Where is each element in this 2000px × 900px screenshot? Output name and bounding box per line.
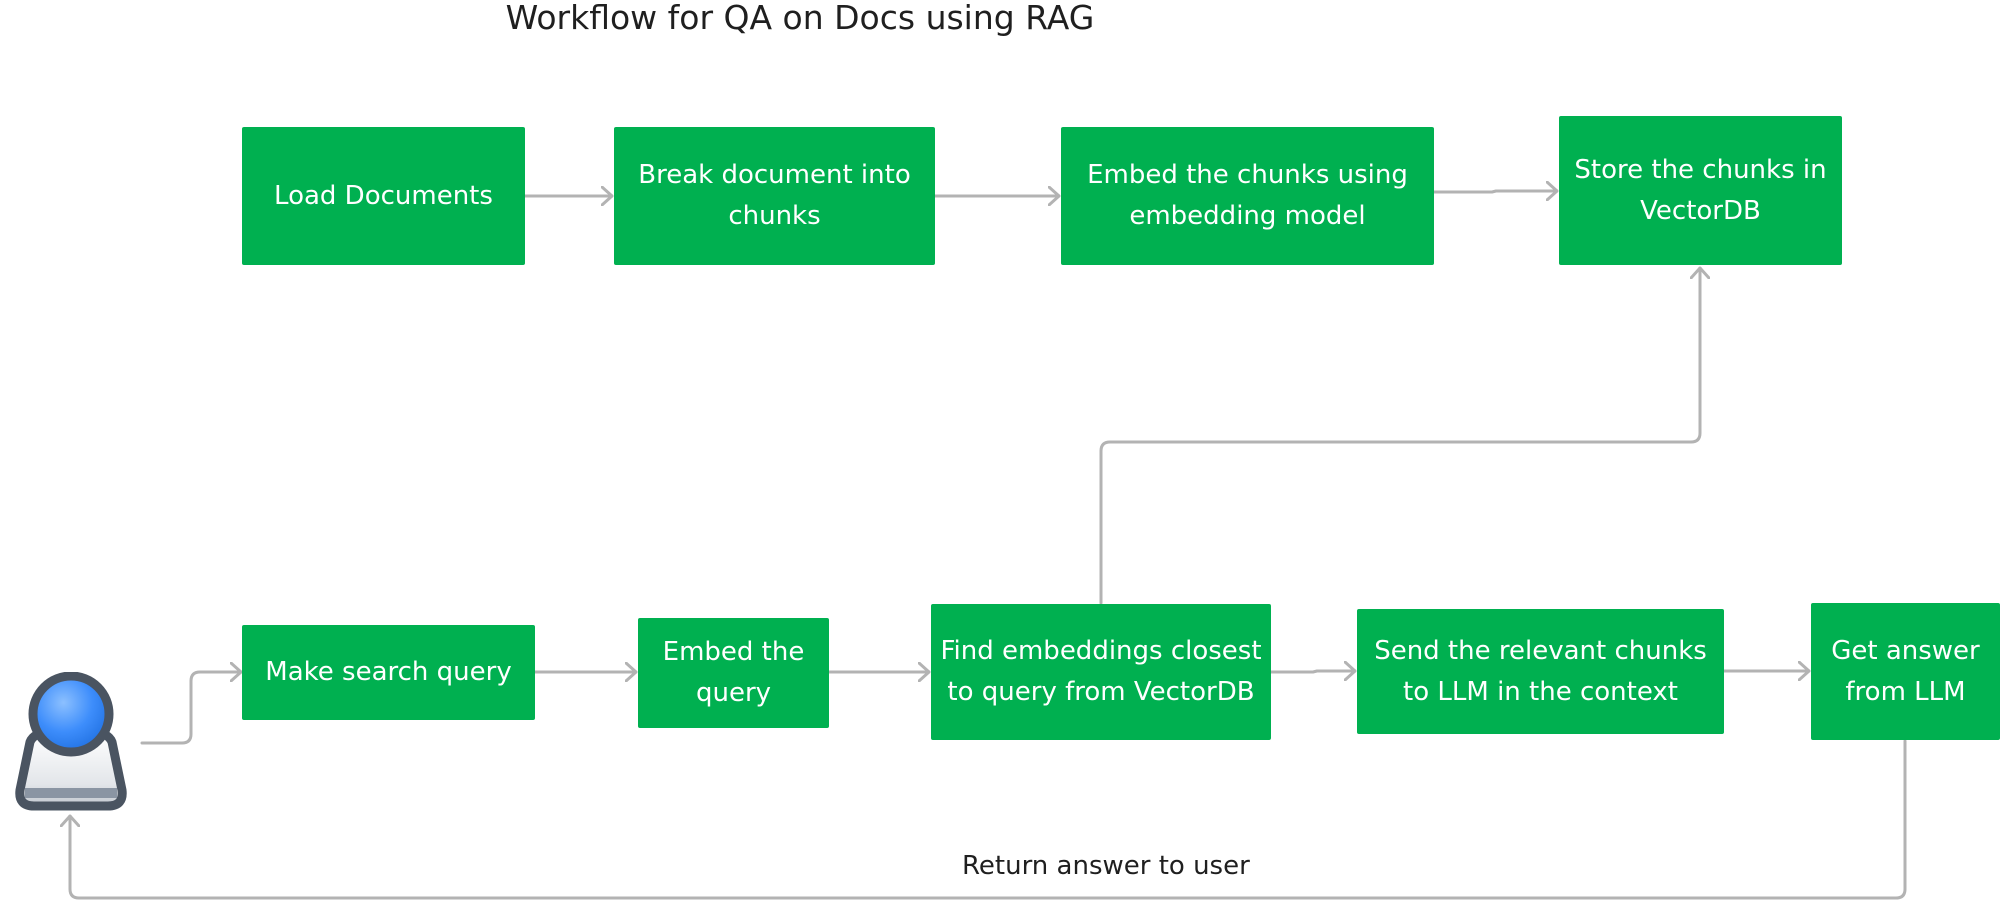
node-label: Embed the chunks using embedding model xyxy=(1087,160,1408,231)
node-embed-chunks: Embed the chunks using embedding model xyxy=(1061,127,1434,265)
edge-label-return-answer: Return answer to user xyxy=(962,851,1250,881)
node-load-documents: Load Documents xyxy=(242,127,525,265)
arrow-answer-to-user xyxy=(70,739,1907,900)
node-label: Store the chunks in VectorDB xyxy=(1574,154,1827,226)
node-find-embeddings: Find embeddings closest to query from Ve… xyxy=(931,604,1271,740)
node-label: Find embeddings closest to query from Ve… xyxy=(940,636,1262,707)
arrow-find-to-send xyxy=(1269,671,1357,672)
arrow-embed-chunks-to-store xyxy=(1432,191,1559,192)
node-label: Load Documents xyxy=(274,180,493,211)
user-icon xyxy=(15,672,127,811)
node-label: Get answer from LLM xyxy=(1831,635,1980,707)
node-store-vectordb: Store the chunks in VectorDB xyxy=(1559,116,1842,265)
node-send-chunks: Send the relevant chunks to LLM in the c… xyxy=(1357,609,1724,734)
node-label: Break document into chunks xyxy=(638,160,911,231)
diagram-title: Workflow for QA on Docs using RAG xyxy=(505,0,1095,37)
node-make-search-query: Make search query xyxy=(242,625,535,720)
node-label: Send the relevant chunks to LLM in the c… xyxy=(1374,635,1707,707)
arrow-user-to-search xyxy=(140,672,243,745)
node-get-answer: Get answer from LLM xyxy=(1811,603,2000,740)
node-label: Make search query xyxy=(265,657,512,687)
node-break-document: Break document into chunks xyxy=(614,127,935,265)
arrow-find-to-store xyxy=(1099,266,1700,605)
node-embed-query: Embed the query xyxy=(638,618,829,728)
node-label: Embed the query xyxy=(662,637,805,708)
